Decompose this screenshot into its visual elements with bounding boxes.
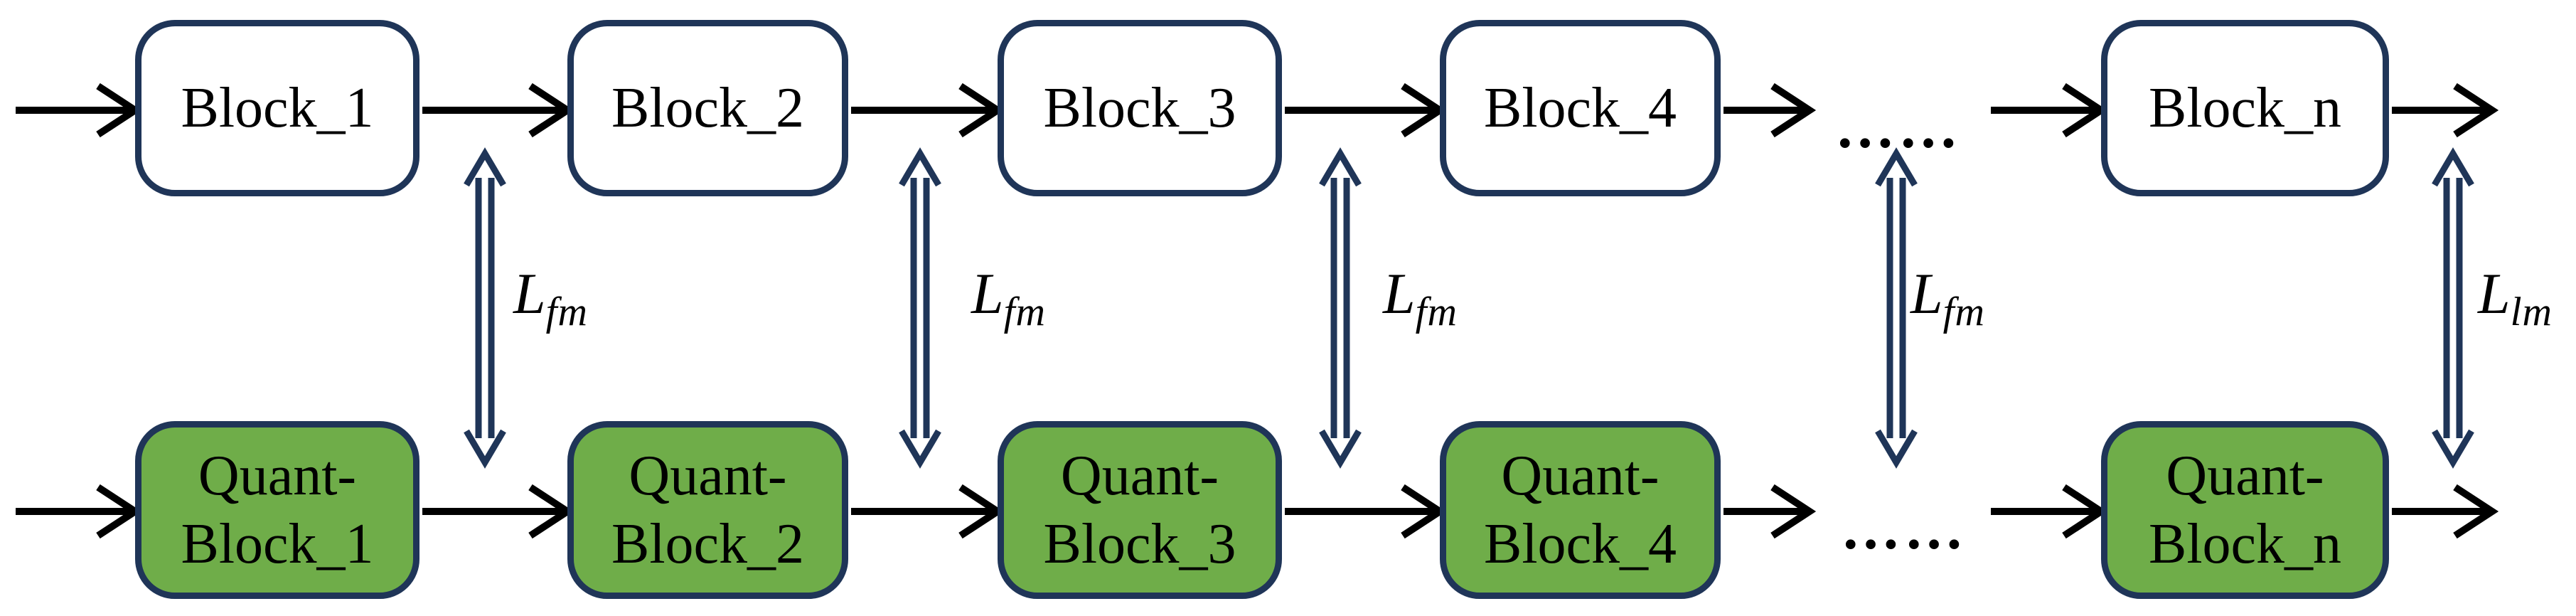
quant-block-1-line1: Quant-	[198, 445, 357, 507]
block-3-label: Block_3	[1043, 77, 1236, 139]
input-arrow-top	[16, 83, 142, 138]
loss-fm-2-base: L	[971, 261, 1004, 326]
loss-fm-1-sub: fm	[545, 290, 589, 335]
quant-block-4-line2: Block_4	[1483, 513, 1677, 575]
loss-fm-3-sub: fm	[1415, 290, 1458, 335]
quant-block-4-line1: Quant-	[1501, 445, 1660, 507]
arrow-block2-block3	[851, 83, 1005, 138]
block-3: Block_3	[998, 20, 1282, 196]
quant-block-3-line1: Quant-	[1060, 445, 1219, 507]
quant-block-3-line2: Block_3	[1043, 513, 1236, 575]
quant-block-1: Quant- Block_1	[135, 421, 419, 599]
quant-block-2: Quant- Block_2	[567, 421, 848, 599]
loss-lm-base: L	[2478, 261, 2511, 326]
block-4: Block_4	[1440, 20, 1721, 196]
quant-block-2-line1: Quant-	[629, 445, 787, 507]
loss-label-fm-3: Lfm	[1383, 265, 1458, 333]
loss-fm-4-sub: fm	[1942, 290, 1986, 335]
quant-block-1-line2: Block_1	[181, 513, 374, 575]
arrow-block3-block4	[1285, 83, 1447, 138]
loss-arrow-fm-2	[899, 147, 941, 469]
block-1: Block_1	[135, 20, 419, 196]
loss-label-fm-2: Lfm	[971, 265, 1046, 333]
output-arrow-bottom	[2392, 484, 2499, 539]
arrow-ellipsis-blockn	[1991, 83, 2108, 138]
loss-fm-4-base: L	[1910, 261, 1943, 326]
block-1-label: Block_1	[181, 77, 374, 139]
quant-block-n: Quant- Block_n	[2101, 421, 2389, 599]
arrow-block4-ellipsis	[1723, 83, 1817, 138]
loss-label-fm-1: Lfm	[513, 265, 588, 333]
arrow-quantblock4-ellipsis	[1723, 484, 1817, 539]
output-arrow-top	[2392, 83, 2499, 138]
arrow-quantblock3-quantblock4	[1285, 484, 1447, 539]
block-2: Block_2	[567, 20, 848, 196]
loss-arrow-fm-3	[1319, 147, 1362, 469]
block-4-label: Block_4	[1483, 77, 1677, 139]
arrow-block1-block2	[422, 83, 574, 138]
quant-block-4: Quant- Block_4	[1440, 421, 1721, 599]
loss-label-fm-4: Lfm	[1910, 265, 1985, 333]
block-2-label: Block_2	[611, 77, 805, 139]
loss-fm-2-sub: fm	[1003, 290, 1047, 335]
loss-arrow-fm-1	[464, 147, 506, 469]
loss-arrow-lm	[2432, 147, 2474, 469]
arrow-quantblock1-quantblock2	[422, 484, 574, 539]
quant-block-2-line2: Block_2	[611, 513, 805, 575]
quant-block-3: Quant- Block_3	[998, 421, 1282, 599]
loss-fm-3-base: L	[1383, 261, 1416, 326]
loss-lm-sub: lm	[2510, 290, 2553, 335]
loss-arrow-fm-4	[1875, 147, 1918, 469]
arrow-ellipsis-quantblockn	[1991, 484, 2108, 539]
loss-label-lm: Llm	[2478, 265, 2553, 333]
block-n-label: Block_n	[2148, 77, 2342, 139]
ellipsis-top: ……	[1835, 95, 1962, 161]
ellipsis-bottom: ……	[1841, 496, 1967, 562]
input-arrow-bottom	[16, 484, 142, 539]
loss-fm-1-base: L	[513, 261, 546, 326]
quant-block-n-line1: Quant-	[2166, 445, 2324, 507]
arrow-quantblock2-quantblock3	[851, 484, 1005, 539]
block-n: Block_n	[2101, 20, 2389, 196]
quant-block-n-line2: Block_n	[2148, 513, 2342, 575]
